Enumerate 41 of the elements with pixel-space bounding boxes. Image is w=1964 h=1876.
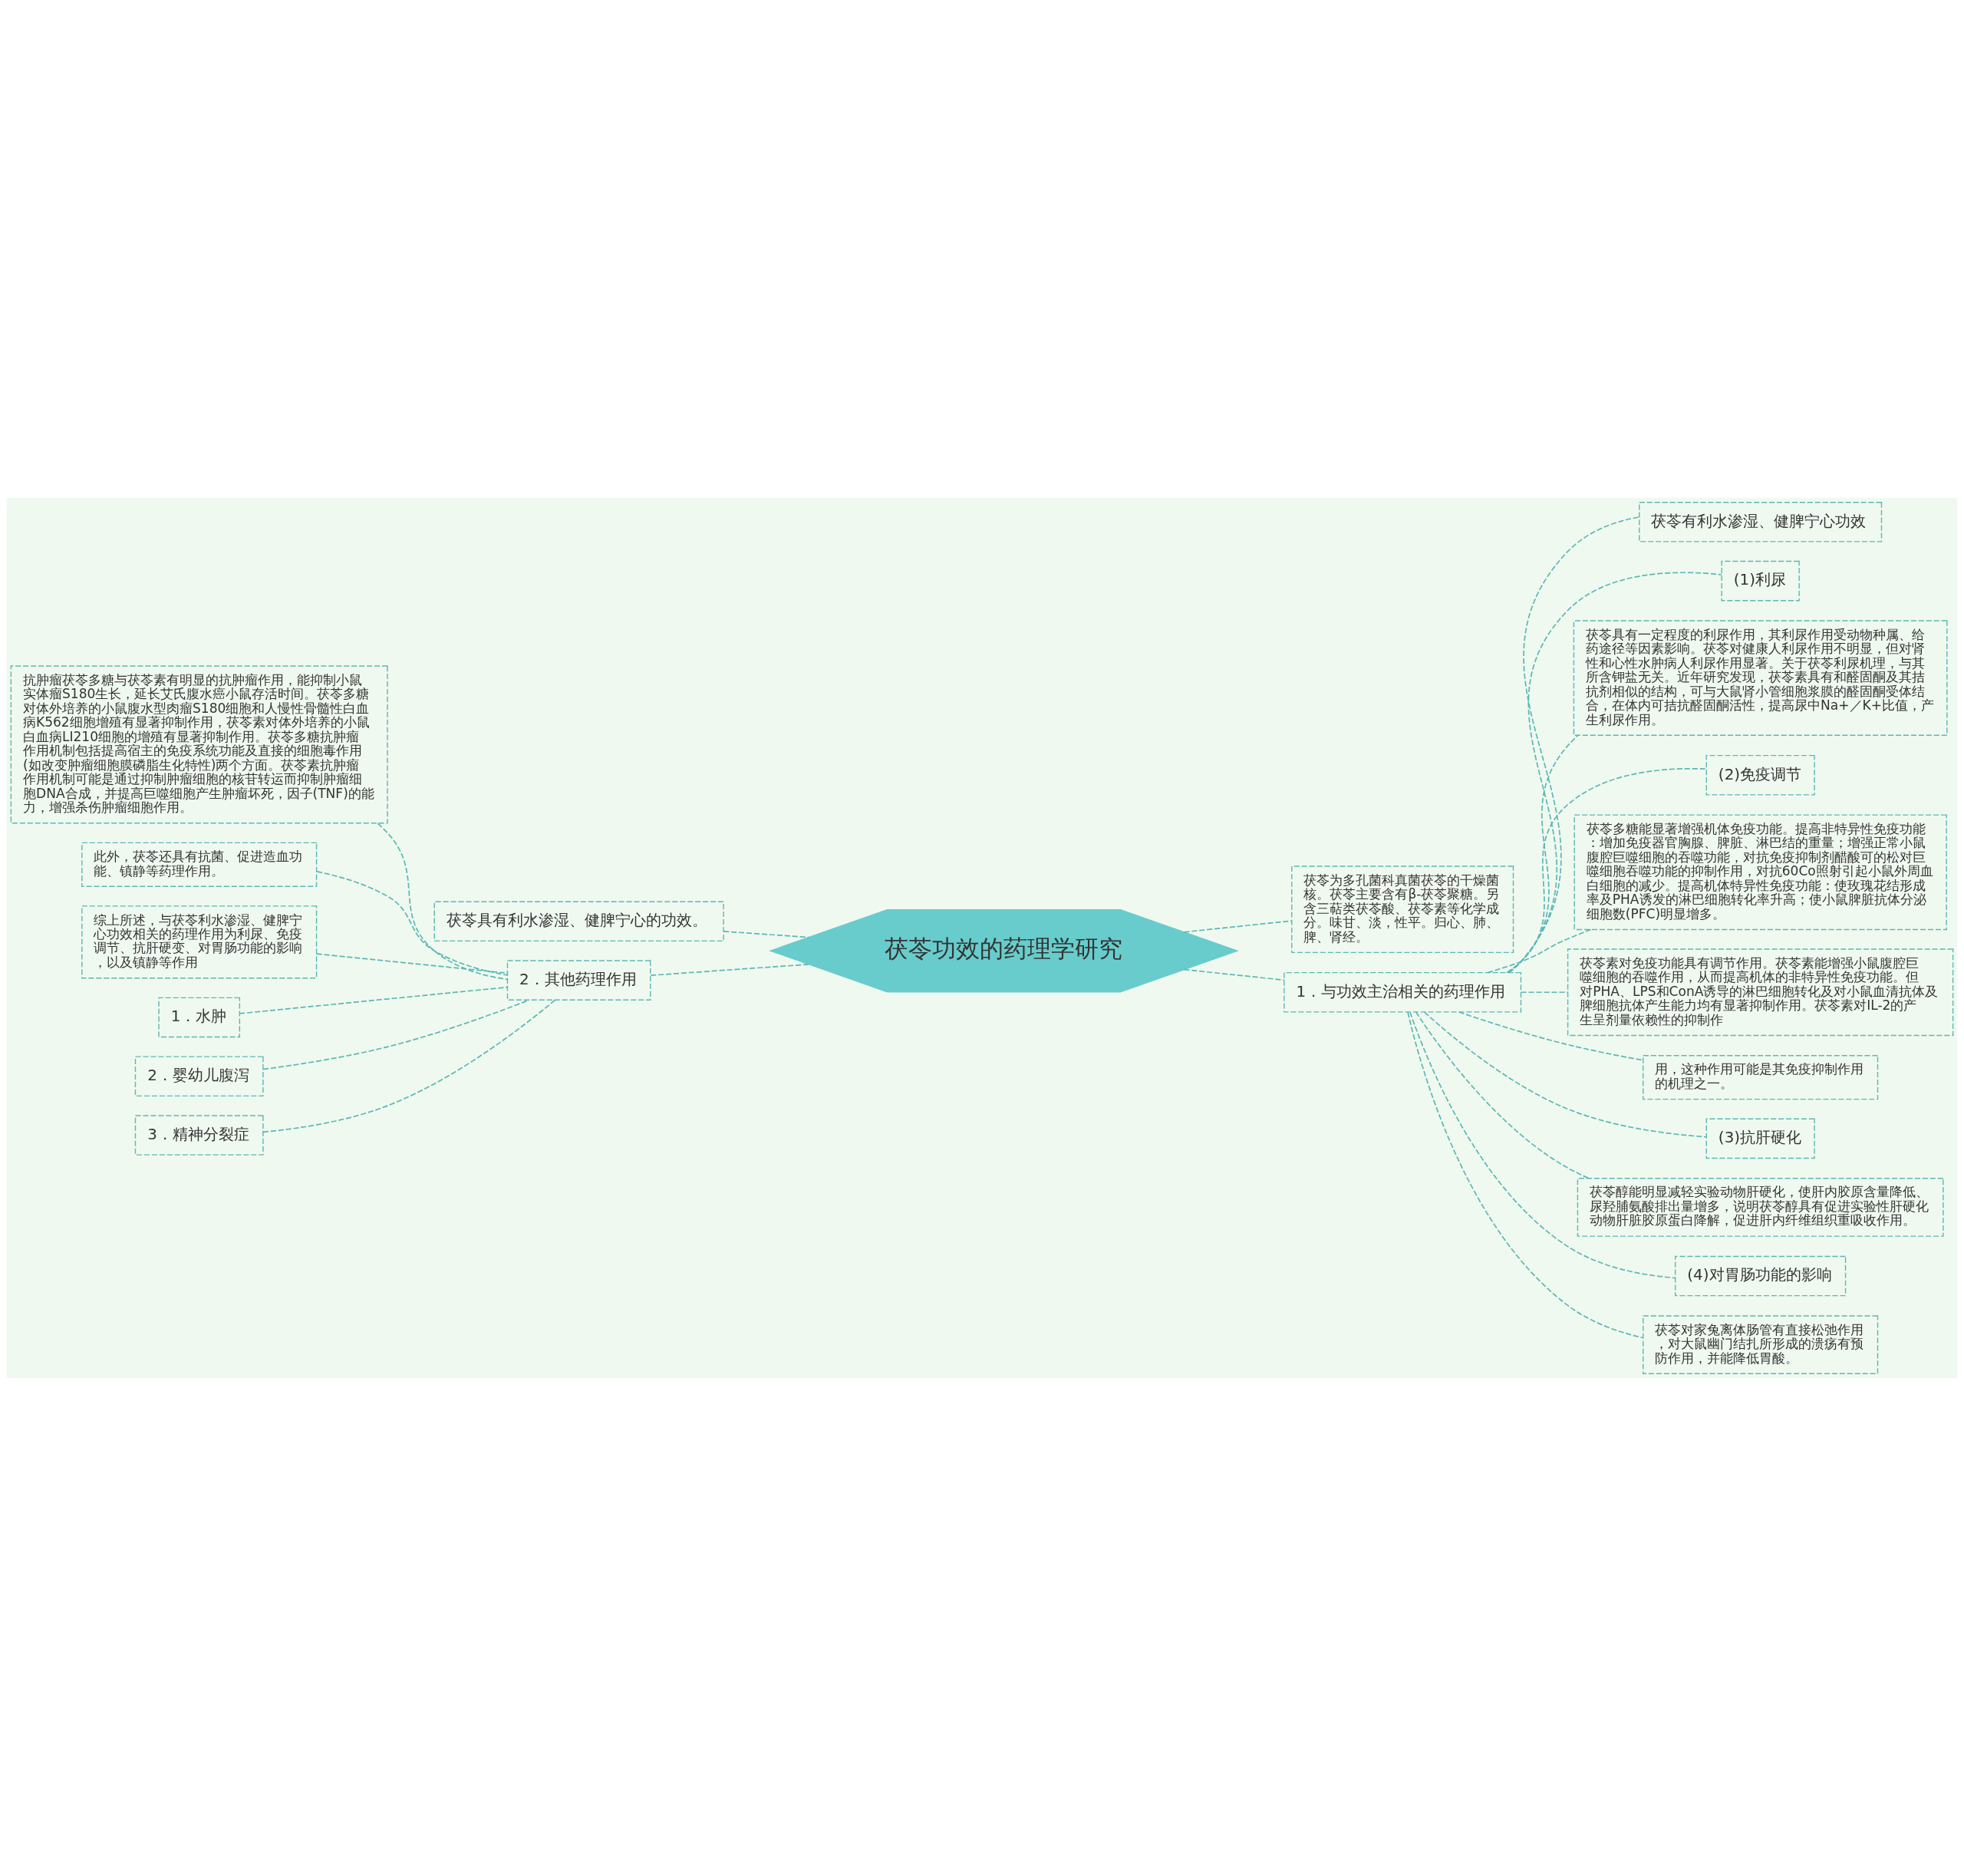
node-box: 此外，茯苓还具有抗菌、促进造血功能、镇静等药理作用。 [81, 842, 318, 887]
connector [315, 953, 509, 974]
connector [377, 823, 508, 981]
connector [1423, 1011, 1708, 1138]
node-box: (1)利尿 [1721, 560, 1800, 602]
node-box: 综上所述，与茯苓利水渗湿、健脾宁心功效相关的药理作用为利尿、免疫调节、抗肝硬变、对胃肠功能的影响，以及镇静等作用 [81, 905, 318, 979]
connector [316, 871, 509, 976]
node-box: (3)抗肝硬化 [1705, 1118, 1815, 1159]
node-box: 茯苓有利水渗湿、健脾宁心功效 [1639, 502, 1883, 542]
node-box: (2)免疫调节 [1705, 754, 1815, 796]
connector [1520, 991, 1569, 994]
node-box: 茯苓具有一定程度的利尿作用，其利尿作用受动物种属、给药途径等因素影响。茯苓对健康人利尿作用不明显，但对肾性和心性水肿病人利尿作用显著。关于茯苓利尿机理，与其所含钾盐无关。近年研究发现，茯苓素具有和醛固酮及其拮抗剂相似的结构，可与大鼠肾小管细胞浆膜的醛固酮受体结合，在体内可拮抗醛固酮活性，提高尿中Na+／K+比值，产生利尿作用。 [1573, 620, 1948, 737]
connector [262, 999, 530, 1070]
connector [239, 986, 508, 1014]
connector [1183, 968, 1285, 981]
node-box: 茯苓具有利水渗湿、健脾宁心的功效。 [433, 901, 724, 942]
node-box: 1．水肿 [158, 997, 240, 1038]
connector [1508, 516, 1640, 974]
node-box: 抗肿瘤茯苓多糖与茯苓素有明显的抗肿瘤作用，能抑制小鼠实体瘤S180生长，延长艾氏腹水癌小鼠存活时间。茯苓多糖对体外培养的小鼠腹水型肉瘤S180细胞和人慢性骨髓性白血病K562细胞增殖有显著抑制作用，茯苓素对体外培养的小鼠白血病LI210细胞的增殖有显著抑制作用。茯苓多糖抗肿瘤作用机制包括提高宿主的免疫系统功能及直接的细胞毒作用(如改变肿瘤细胞膜磷脂生化特性)两个方面。茯苓素抗肿瘤作用机制可能是通过抑制肿瘤细胞的核苷转运而抑制肿瘤细胞DNA合成，并提高巨噬细胞产生肿瘤坏死，因子(TNF)的能力，增强杀伤肿瘤细胞作用。 [10, 665, 388, 824]
connector [1508, 572, 1722, 974]
connector [1415, 1011, 1590, 1179]
node-box: 茯苓素对免疫功能具有调节作用。茯苓素能增强小鼠腹腔巨噬细胞的吞噬作用，从而提高机体的非特异性免疫功能。但对PHA、LPS和ConA诱导的淋巴细胞转化及对小鼠血清抗体及脾细胞抗体产生能力均有显著抑制作用。茯苓素对IL-2的产生呈剂量依赖性的抑制作 [1567, 948, 1954, 1037]
node-box: 2．其他药理作用 [506, 960, 651, 1001]
connector [1507, 734, 1579, 974]
node-box: 用，这种作用可能是其免疫抑制作用的机理之一。 [1643, 1055, 1879, 1100]
connector [262, 999, 556, 1133]
node-box: 茯苓醇能明显减轻实验动物肝硬化，使肝内胶原含量降低、尿羟脯氨酸排出量增多，说明茯苓醇具有促进实验性肝硬化动物肝脏胶原蛋白降解，促进肝内纤维组织重吸收作用。 [1577, 1178, 1944, 1237]
connector [1506, 767, 1707, 974]
node-box: 1．与功效主治相关的药理作用 [1284, 971, 1522, 1013]
connector [1487, 928, 1592, 974]
connector [1407, 1011, 1644, 1339]
connector [1409, 1011, 1676, 1279]
node-box: 茯苓多糖能显著增强机体免疫功能。提高非特异性免疫功能：增加免疫器官胸腺、脾脏、淋巴结的重量；增强正常小鼠腹腔巨噬细胞的吞噬功能，对抗免疫抑制剂醋酸可的松对巨噬细胞吞噬功能的抑制作用，对抗60Co照射引起小鼠外周血白细胞的减少。提高机体特异性免疫功能：使玫瑰花结形成率及PHA诱发的淋巴细胞转化率升高；使小鼠脾脏抗体分泌细胞数(PFC)明显增多。 [1574, 814, 1947, 931]
node-box: 2．婴幼儿腹泻 [134, 1056, 264, 1097]
node-box: (4)对胃肠功能的影响 [1675, 1255, 1847, 1297]
connector [723, 931, 810, 938]
connector [1183, 920, 1293, 933]
node-box: 茯苓为多孔菌科真菌茯苓的干燥菌核。茯苓主要含有β-茯苓聚糖。另含三萜类茯苓酸、茯苓素等化学成分。味甘、淡，性平。归心、肺、脾、肾经。 [1291, 865, 1514, 954]
node-box: 茯苓对家兔离体肠管有直接松弛作用，对大鼠幽门结扎所形成的溃疡有预防作用，并能降低胃酸。 [1643, 1315, 1879, 1374]
connector [650, 964, 809, 977]
node-box: 3．精神分裂症 [134, 1115, 264, 1156]
